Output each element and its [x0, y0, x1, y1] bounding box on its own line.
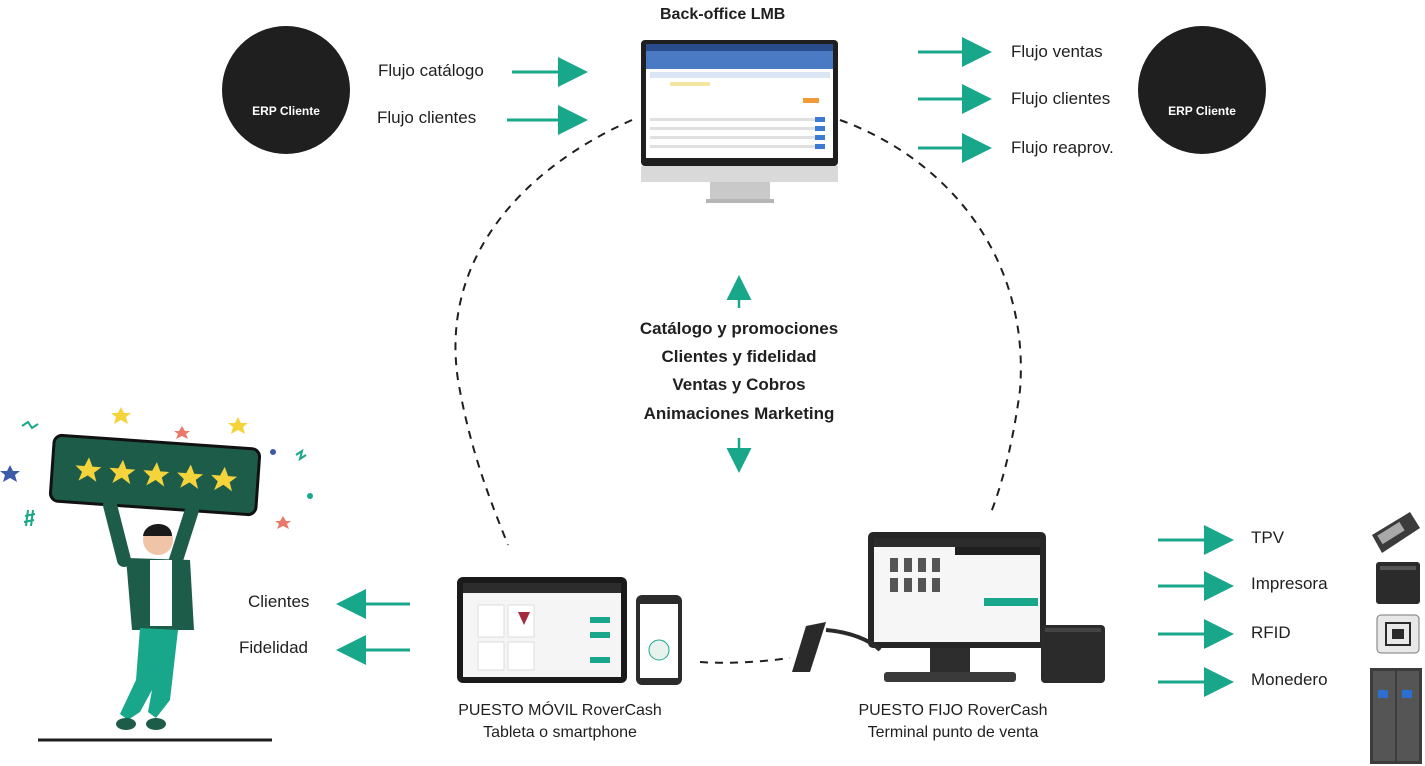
fixed-station-title: PUESTO FIJO RoverCash [858, 702, 1048, 719]
center-line-2: Clientes y fidelidad [661, 347, 817, 366]
flow-label-reaprov: Flujo reaprov. [1011, 138, 1114, 157]
center-line-4: Animaciones Marketing [643, 404, 835, 423]
impresora-printer-icon [1376, 562, 1420, 604]
barcode-scanner-icon [792, 622, 882, 672]
fixed-station-subtitle: Terminal punto de venta [867, 724, 1039, 741]
pos-terminal-icon [868, 532, 1046, 682]
peripheral-label-tpv: TPV [1251, 528, 1285, 547]
tablet-device-icon [457, 577, 627, 683]
receipt-printer-icon [1041, 625, 1105, 683]
peripheral-label-rfid: RFID [1251, 623, 1291, 642]
output-label-fidelidad: Fidelidad [239, 638, 308, 657]
erp-right-node: ERP Cliente [1138, 26, 1266, 154]
output-label-clientes: Clientes [248, 592, 310, 611]
happy-customer-illustration [0, 407, 313, 742]
tpv-card-terminal-icon [1372, 512, 1420, 553]
flow-label-clientes-right: Flujo clientes [1011, 89, 1111, 108]
erp-left-node: ERP Cliente [222, 26, 350, 154]
monedero-cash-machine-icon [1370, 668, 1422, 764]
mobile-station-caption: PUESTO MÓVIL RoverCash Tableta o smartph… [440, 702, 680, 742]
peripheral-label-impresora: Impresora [1251, 574, 1328, 593]
flow-label-clientes-left: Flujo clientes [377, 108, 477, 127]
peripheral-label-monedero: Monedero [1251, 670, 1328, 689]
flow-label-catalogo: Flujo catálogo [378, 61, 484, 80]
center-line-3: Ventas y Cobros [672, 375, 806, 394]
dashed-link-bottom [699, 657, 791, 664]
mobile-station-title: PUESTO MÓVIL RoverCash [458, 702, 662, 719]
dashed-arc-right [839, 119, 1022, 516]
backoffice-title: Back-office LMB [660, 6, 786, 23]
erp-left-label: ERP Cliente [252, 104, 320, 118]
smartphone-device-icon [636, 595, 682, 685]
erp-right-label: ERP Cliente [1168, 104, 1236, 118]
mobile-station-subtitle: Tableta o smartphone [483, 724, 637, 741]
fixed-station-caption: PUESTO FIJO RoverCash Terminal punto de … [833, 702, 1073, 742]
rfid-tag-icon [1376, 614, 1420, 654]
center-line-1: Catálogo y promociones [639, 319, 839, 338]
flow-label-ventas: Flujo ventas [1011, 42, 1103, 61]
backoffice-monitor-icon [641, 40, 838, 203]
dashed-arc-left [454, 119, 633, 546]
